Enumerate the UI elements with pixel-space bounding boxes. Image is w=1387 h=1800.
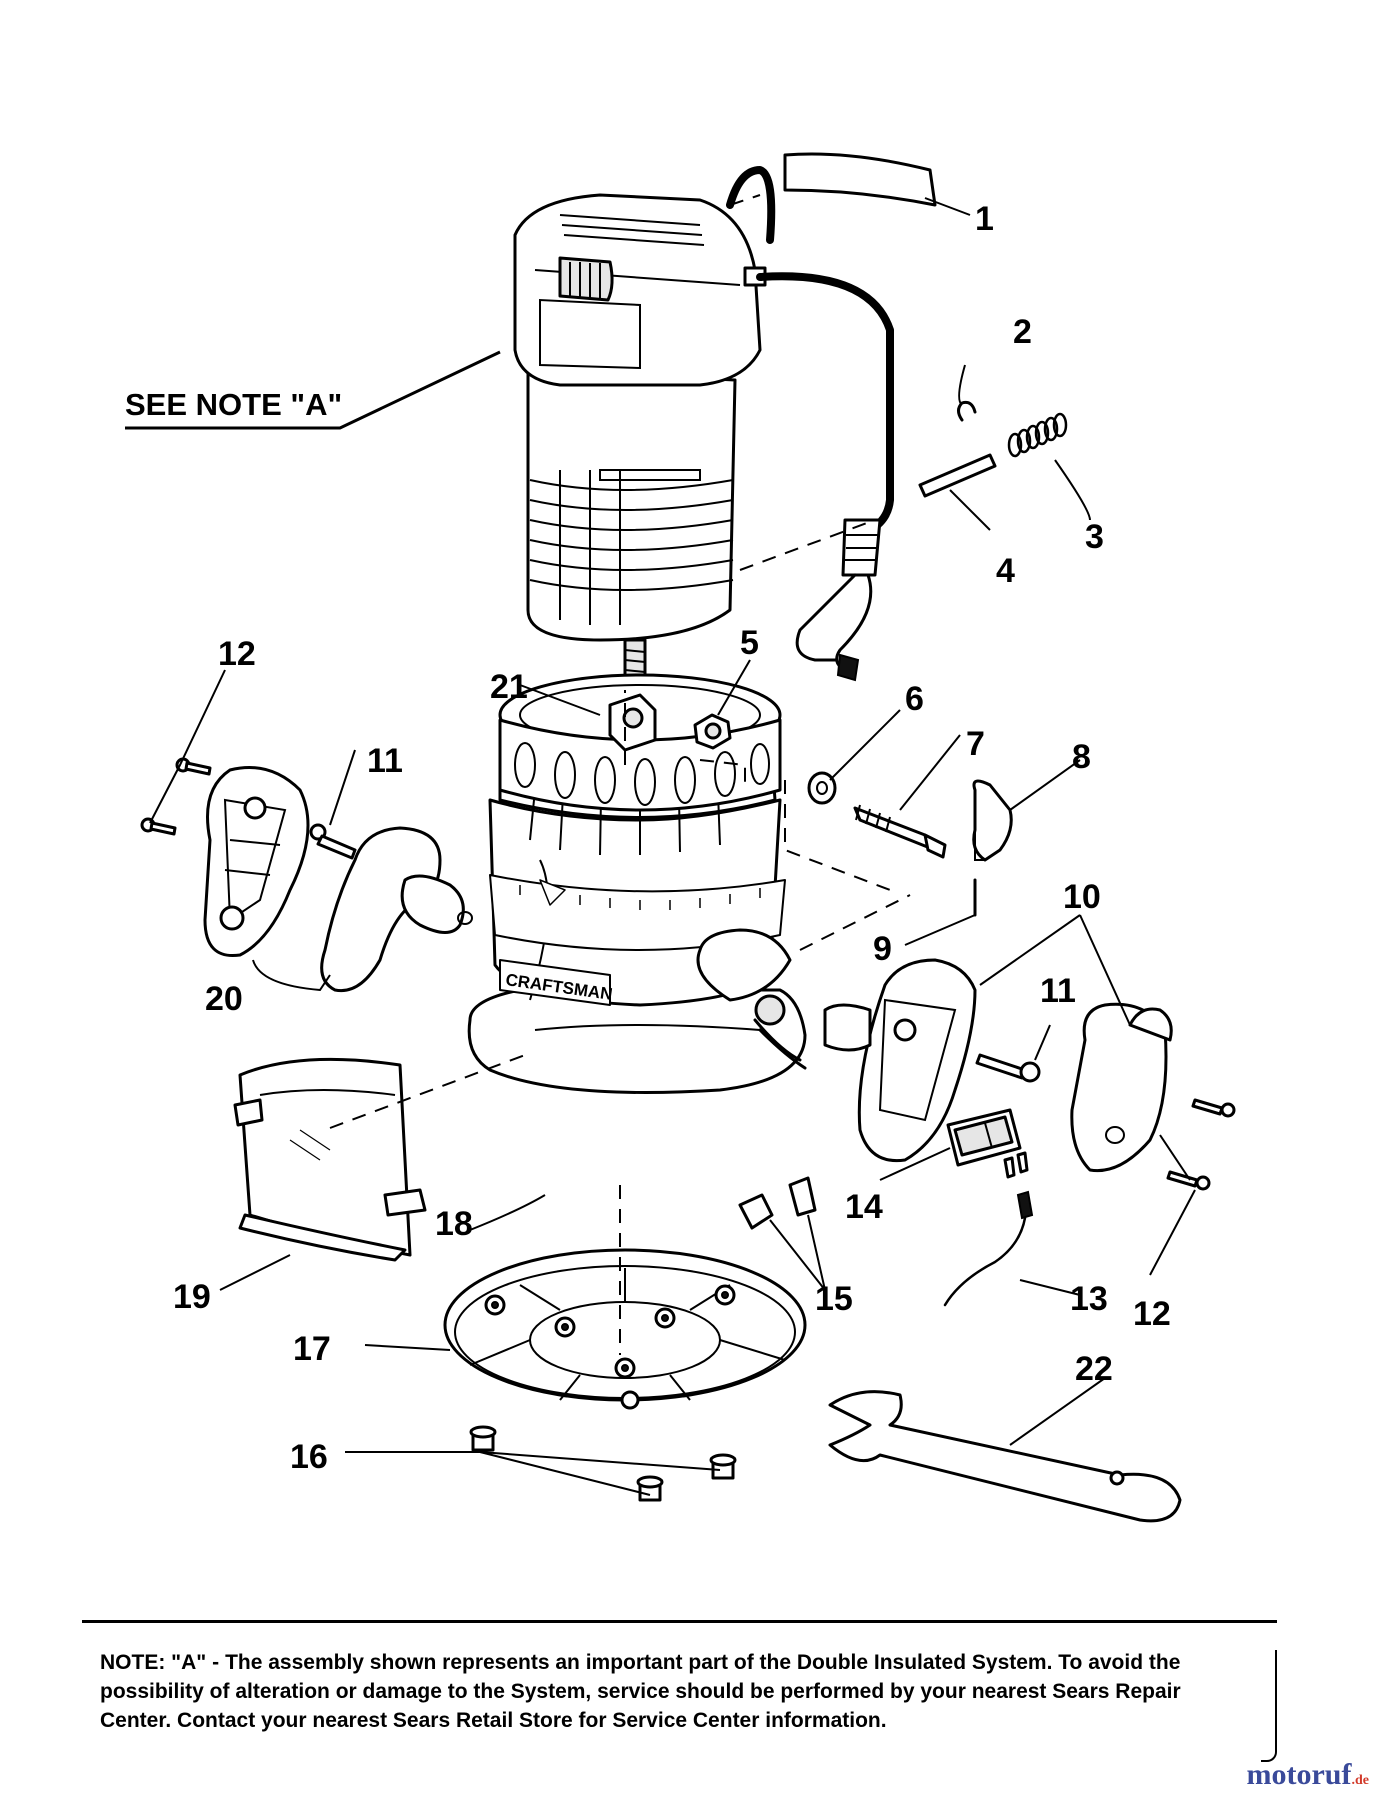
- part-6-washer: [807, 771, 837, 805]
- part-20-handle-base: [203, 766, 310, 958]
- callout-4: 4: [996, 552, 1015, 590]
- part-21-collet-nut: [608, 693, 657, 752]
- see-note-label: SEE NOTE "A": [125, 387, 342, 422]
- callout-16: 16: [290, 1438, 328, 1476]
- part-16-screws: [469, 1425, 737, 1502]
- part-10-handle-base-right: [823, 958, 1173, 1173]
- note-body: The assembly shown represents an importa…: [100, 1651, 1181, 1732]
- note-divider: [82, 1620, 1277, 1623]
- callout-10: 10: [1063, 878, 1101, 916]
- callout-12-right: 12: [1133, 1295, 1171, 1333]
- callout-18: 18: [435, 1205, 473, 1243]
- part-22-wrench: [828, 1390, 1182, 1523]
- watermark-name: motoruf: [1246, 1758, 1352, 1791]
- part-8-cam-lever: [972, 779, 1013, 862]
- callout-11-left: 11: [367, 742, 403, 780]
- part-15-wire-nuts: [738, 1176, 817, 1230]
- part-19-chip-shield: [233, 1057, 427, 1262]
- part-14-switch: [946, 1108, 1029, 1179]
- note-text: NOTE: "A" - The assembly shown represent…: [100, 1648, 1250, 1735]
- callout-12-left: 12: [218, 635, 256, 673]
- leader-lines: [125, 197, 1196, 1496]
- part-11-screw-left: [309, 823, 357, 860]
- callout-22: 22: [1075, 1350, 1113, 1388]
- callout-20: 20: [205, 980, 243, 1018]
- callout-2: 2: [1013, 313, 1032, 351]
- callout-11-right: 11: [1040, 972, 1076, 1010]
- note-frame: [1261, 1650, 1277, 1762]
- callout-9: 9: [873, 930, 892, 968]
- callout-15: 15: [815, 1280, 853, 1318]
- note-section: NOTE: "A" - The assembly shown represent…: [82, 1620, 1277, 1775]
- callout-8: 8: [1072, 738, 1091, 776]
- left-handle-grip: [320, 826, 473, 993]
- part-7-screw: [853, 804, 947, 859]
- callout-7: 7: [966, 725, 985, 763]
- callout-1: 1: [975, 200, 994, 238]
- callout-6: 6: [905, 680, 924, 718]
- watermark-logo: motoruf.de: [1247, 1758, 1369, 1792]
- watermark-suffix: .de: [1351, 1773, 1370, 1788]
- part-11-screw-right: [975, 1053, 1041, 1083]
- part-12-screws-right: [1166, 1098, 1236, 1191]
- part-5-nut: [693, 713, 732, 750]
- assembly-guide-lines: [329, 194, 911, 1355]
- part-12-screws-left: [140, 757, 212, 836]
- motor-housing: [513, 166, 894, 682]
- part-17-base-plate: [443, 1248, 807, 1410]
- callout-17: 17: [293, 1330, 331, 1368]
- callout-5: 5: [740, 624, 759, 662]
- part-4-pin: [918, 453, 997, 498]
- note-lead: NOTE: "A" -: [100, 1651, 220, 1674]
- part-1-label: [783, 152, 937, 207]
- callout-13: 13: [1070, 1280, 1108, 1318]
- part-3-spring: [1007, 412, 1068, 458]
- callout-21: 21: [490, 668, 528, 706]
- callout-14: 14: [845, 1188, 883, 1226]
- cord-strain-relief: [795, 518, 882, 682]
- callout-19: 19: [173, 1278, 211, 1316]
- part-2-clip: [957, 400, 977, 422]
- callout-3: 3: [1085, 518, 1104, 556]
- part-13-wire-lead: [943, 1190, 1034, 1307]
